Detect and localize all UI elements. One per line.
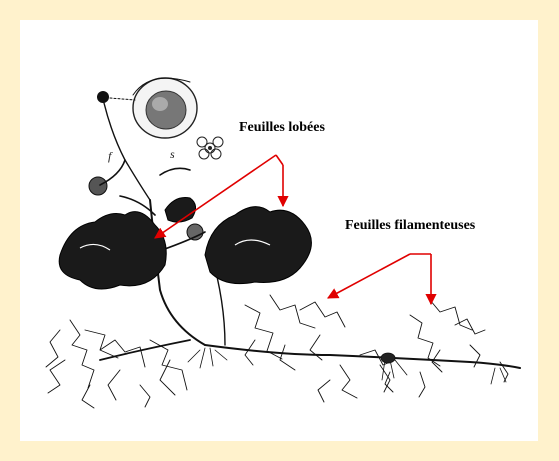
arrows-filamentous [328,254,431,304]
figure-mark-s: s [170,147,175,161]
filamentous-leaves [46,295,508,408]
label-lobed-leaves: Feuilles lobées [239,120,325,135]
arrow-filamentous-to-left [328,254,410,298]
label-filamentous-leaves: Feuilles filamenteuses [345,218,476,233]
arrow-lobed-stem [276,155,283,165]
roots [188,348,506,384]
lobed-leaves [59,198,311,290]
fruit-detail [133,78,197,138]
figure-mark-f: f [108,149,113,163]
flower-detail [197,137,223,159]
